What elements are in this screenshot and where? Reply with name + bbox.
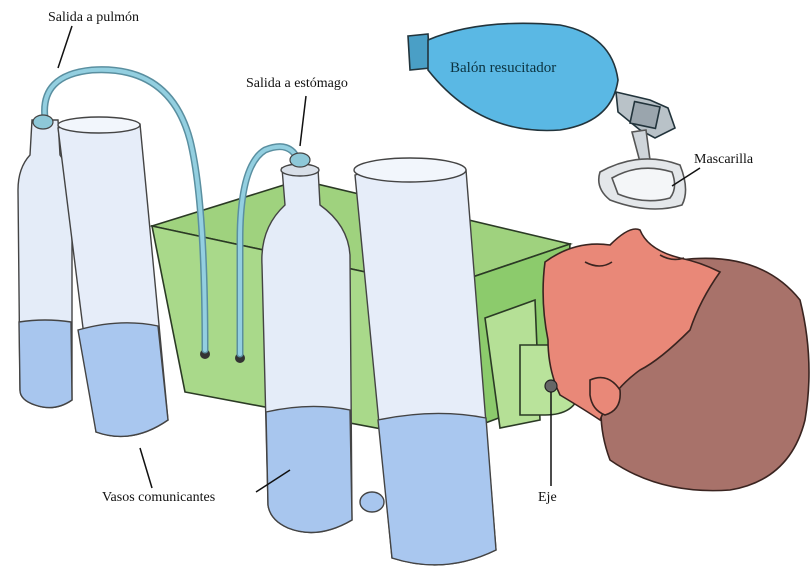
resuscitator <box>408 23 675 138</box>
right-cylinder-water <box>378 413 496 564</box>
stomach-outlet-connector <box>290 153 310 167</box>
mask-stem <box>632 130 650 162</box>
left-bottle-water <box>19 320 72 408</box>
leader-vessels-left <box>140 448 152 488</box>
left-vessel-pair <box>18 117 168 436</box>
leader-lung <box>58 26 72 68</box>
right-bottle-spout <box>360 492 384 512</box>
mask-cushion <box>612 168 675 201</box>
right-bottle-water <box>266 406 352 532</box>
lung-outlet-connector <box>33 115 53 129</box>
left-cylinder-rim <box>58 117 140 133</box>
right-cylinder-rim <box>354 158 466 182</box>
label-stomach-outlet: Salida a estómago <box>246 76 348 92</box>
axis-pin <box>545 380 557 392</box>
bag-inlet <box>408 34 430 70</box>
label-mask: Mascarilla <box>694 152 753 168</box>
mask <box>599 130 686 209</box>
leader-stomach <box>300 96 306 146</box>
left-cylinder-water <box>78 323 168 437</box>
label-lung-outlet: Salida a pulmón <box>48 10 139 26</box>
right-vessel-pair <box>262 158 496 565</box>
label-axis: Eje <box>538 490 557 506</box>
label-resuscitator-bag: Balón resucitador <box>450 60 556 77</box>
bag-valve-block <box>630 102 660 129</box>
label-communicating-vessels: Vasos comunicantes <box>102 490 215 506</box>
head <box>543 229 809 491</box>
